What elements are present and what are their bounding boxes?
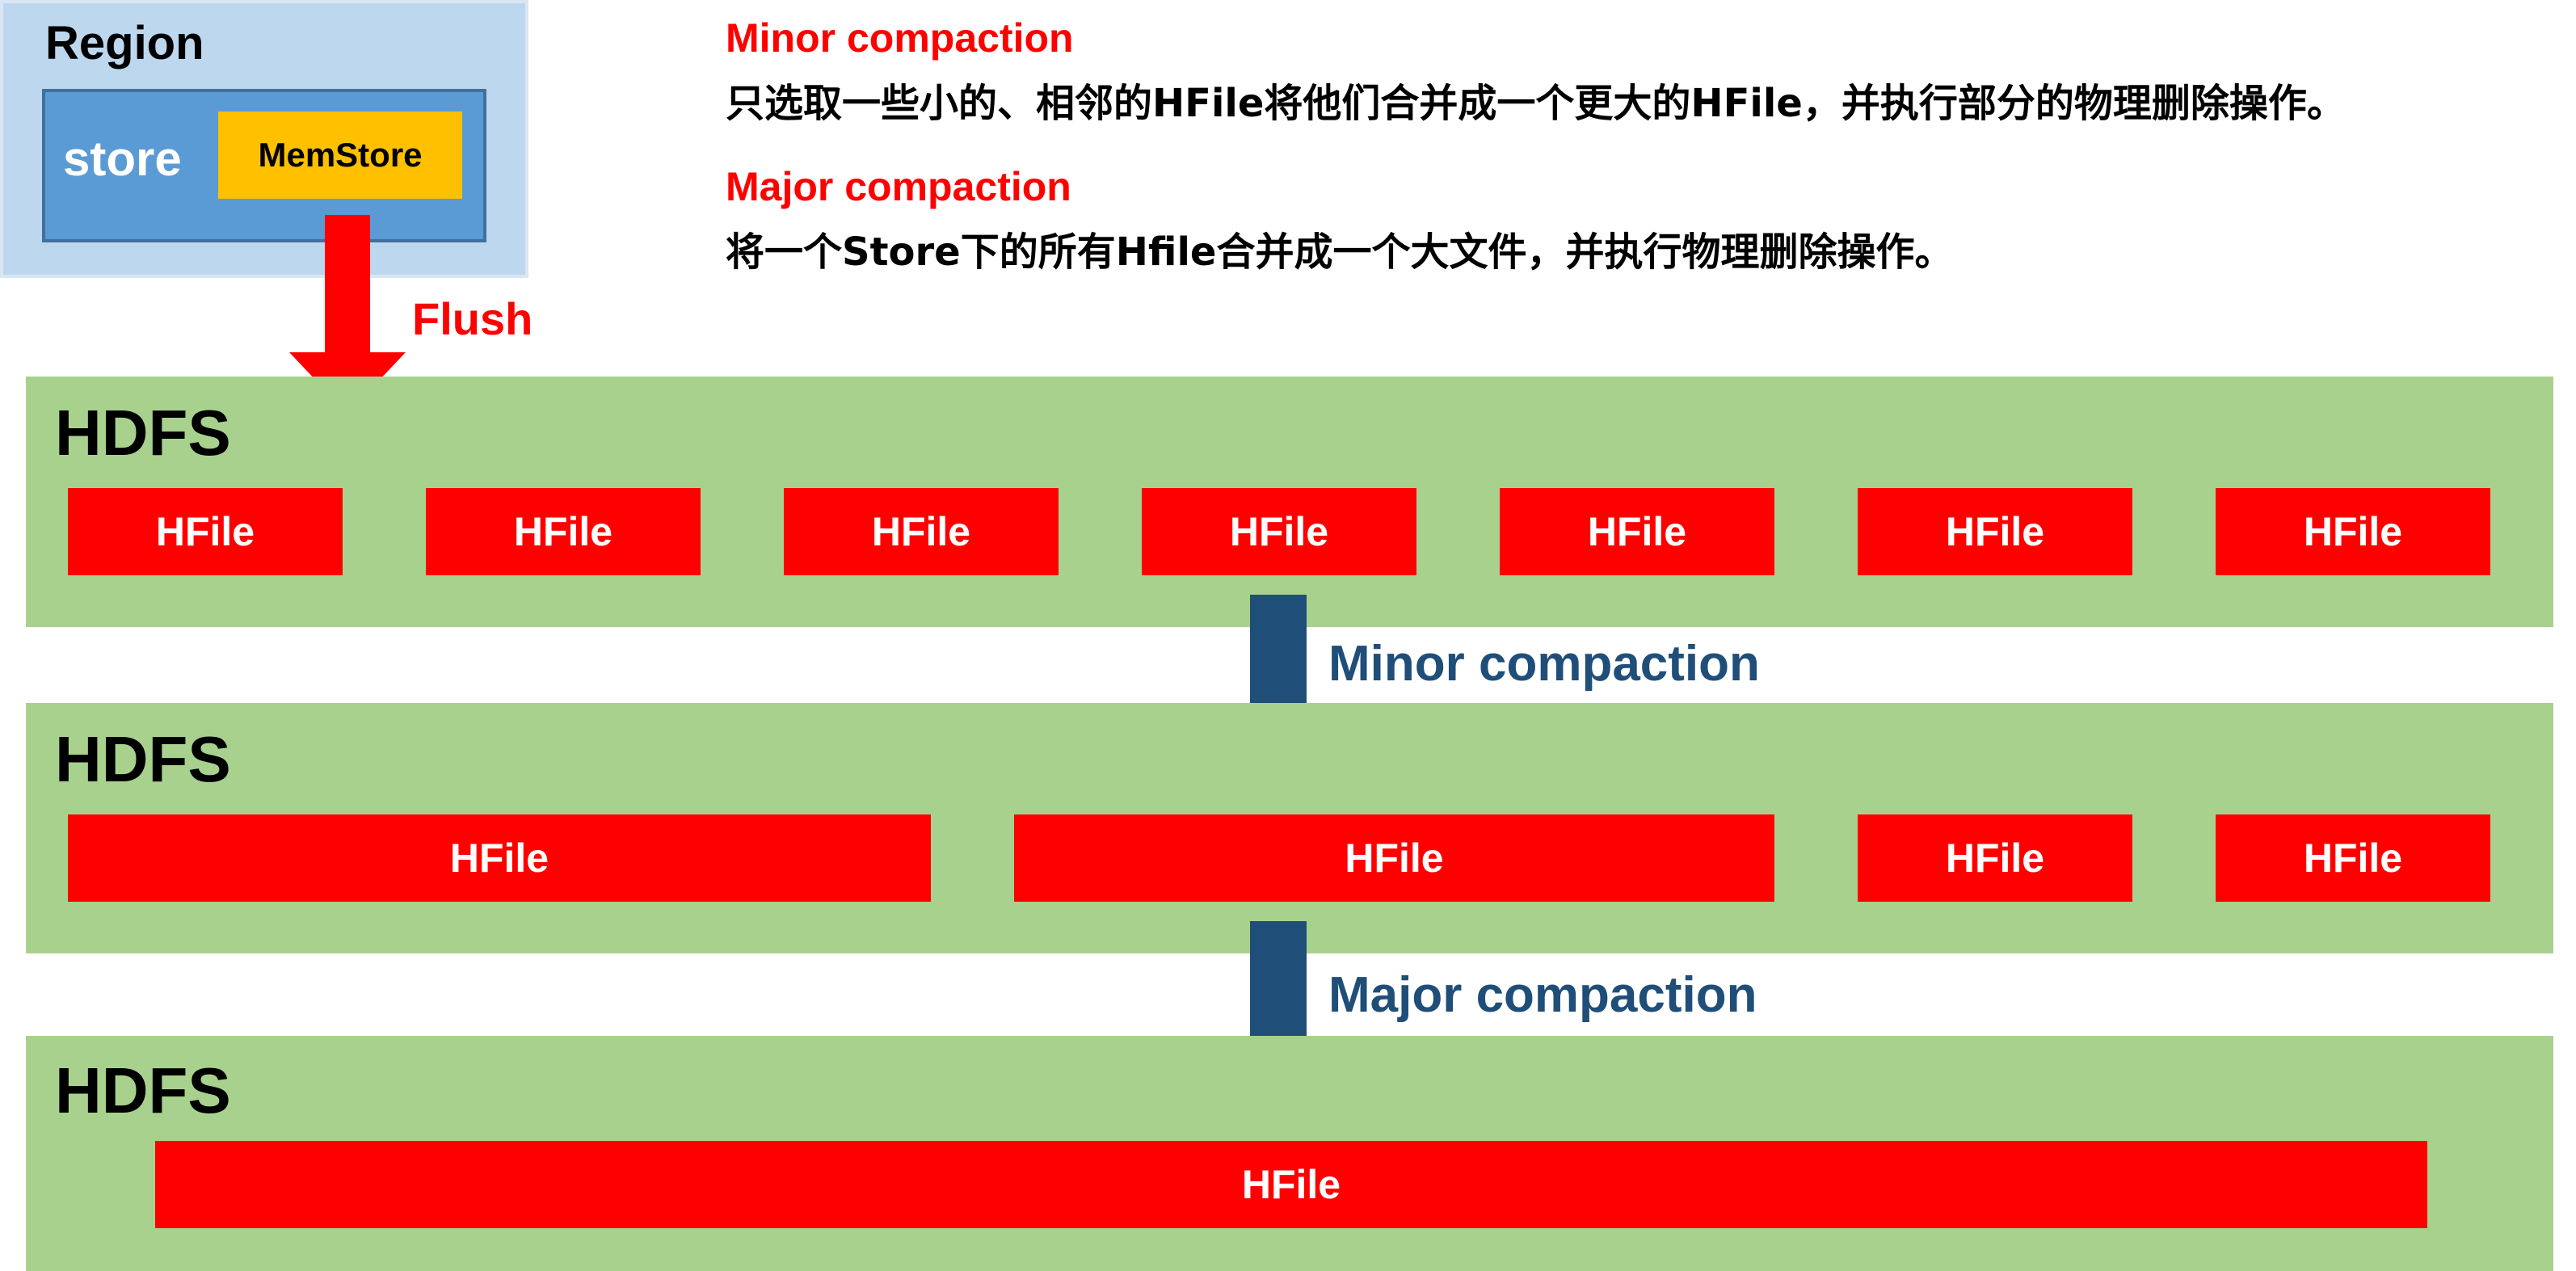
hfile-block: HFile (1858, 814, 2132, 902)
major-compaction-description: 将一个Store下的所有Hfile合并成一个大文件，并执行物理删除操作。 (726, 229, 1954, 275)
hfile-block: HFile (68, 488, 343, 575)
hdfs-label-2: HDFS (55, 723, 231, 795)
memstore-box: MemStore (218, 112, 462, 199)
hfile-block: HFile (155, 1141, 2427, 1228)
minor-compaction-title: Minor compaction (726, 15, 1074, 61)
hfile-block: HFile (1858, 488, 2132, 575)
major-compaction-label: Major compaction (1328, 967, 1757, 1023)
flush-arrow (289, 215, 406, 414)
hfile-block: HFile (426, 488, 701, 575)
hfile-block: HFile (68, 814, 931, 902)
hfile-block: HFile (1142, 488, 1416, 575)
hfile-block: HFile (1500, 488, 1774, 575)
hfile-block: HFile (2216, 488, 2490, 575)
minor-compaction-label: Minor compaction (1328, 636, 1760, 692)
hfile-block: HFile (2216, 814, 2490, 902)
flush-label: Flush (412, 293, 533, 344)
minor-compaction-description: 只选取一些小的、相邻的HFile将他们合并成一个更大的HFile，并执行部分的物… (726, 81, 2346, 126)
hdfs-label-3: HDFS (55, 1054, 231, 1126)
hdfs-label-1: HDFS (55, 397, 231, 469)
hfile-block: HFile (784, 488, 1059, 575)
hfile-block: HFile (1014, 814, 1774, 902)
store-label: store (63, 132, 182, 186)
major-compaction-title: Major compaction (726, 164, 1071, 209)
region-title: Region (45, 17, 204, 69)
